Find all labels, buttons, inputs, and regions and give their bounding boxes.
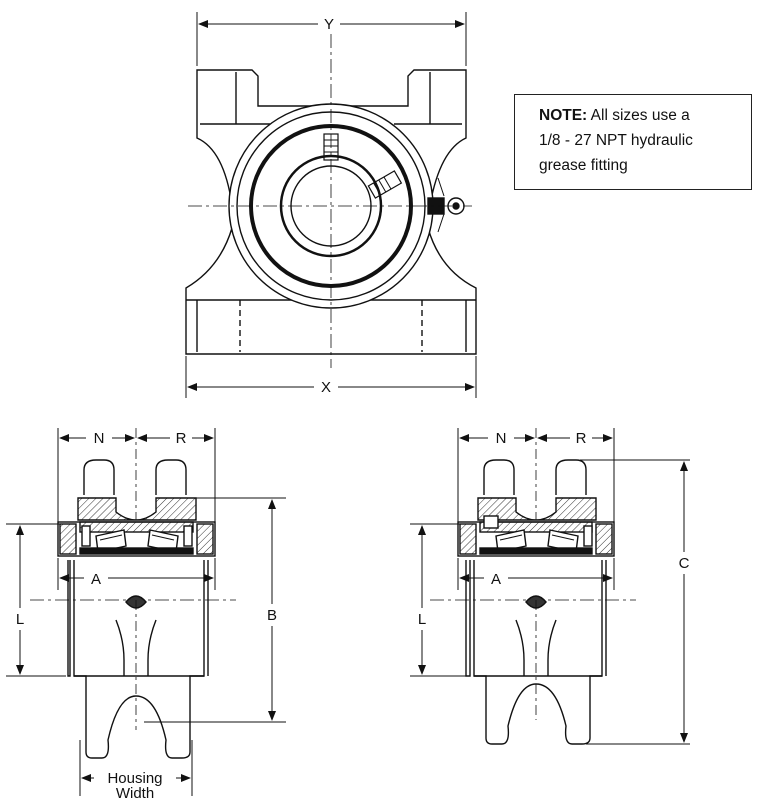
dim-r-right-label: R [576,430,587,447]
note-box: NOTE: All sizes use a 1/8 - 27 NPT hydra… [514,94,752,190]
dim-n-right-label: N [496,430,507,447]
note-line-1: NOTE: All sizes use a [539,103,741,128]
note-label: NOTE: [539,107,588,124]
dim-y-label: Y [324,16,334,33]
dim-a-right-label: A [491,571,501,588]
dim-x-label: X [321,379,331,396]
dim-c-label: C [679,555,690,572]
dim-l-right-label: L [418,611,426,628]
note-line-2: 1/8 - 27 NPT hydraulic [539,132,693,149]
note-text-1: All sizes use a [590,107,690,124]
dim-b-label: B [267,607,277,624]
left-section-view [6,428,286,796]
dim-n-left-label: N [94,430,105,447]
dim-r-left-label: R [176,430,187,447]
housing-width-label-line1: Housing [107,770,162,787]
dim-a-left-label: A [91,571,101,588]
note-line-3: grease fitting [539,157,628,174]
dim-l-left-label: L [16,611,24,628]
right-section-view [410,428,690,745]
top-view [185,12,477,398]
housing-width-label-line2: Width [116,785,154,802]
